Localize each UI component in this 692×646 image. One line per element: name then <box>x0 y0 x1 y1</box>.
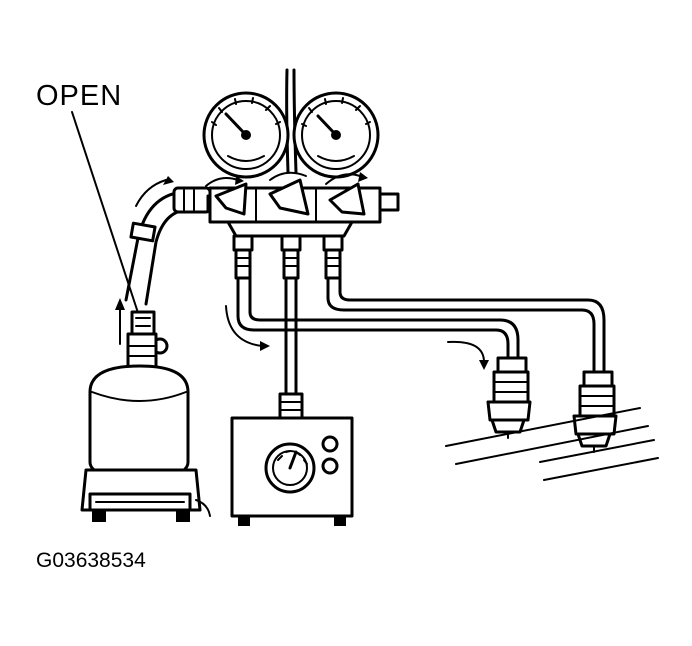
manifold-high-coupler <box>322 234 344 280</box>
open-label: OPEN <box>36 80 123 112</box>
refrigerant-cylinder <box>88 310 190 480</box>
charging-scale <box>80 468 211 522</box>
high-pressure-gauge <box>292 91 380 179</box>
vehicle-ac-lines <box>445 407 659 481</box>
low-side-service-valve <box>486 356 532 439</box>
center-hose <box>284 276 298 398</box>
high-side-service-valve <box>572 370 618 453</box>
vacuum-pump-switch-1 <box>321 435 339 453</box>
high-side-valve-handle <box>325 172 368 216</box>
high-side-hose <box>326 276 606 376</box>
low-pressure-gauge <box>202 91 290 179</box>
manifold-port-right <box>378 192 400 212</box>
vacuum-pump <box>230 392 354 526</box>
manifold-low-coupler <box>232 234 254 280</box>
figure-id-label: G03638534 <box>36 549 146 572</box>
vacuum-pump-switch-2 <box>321 457 339 475</box>
open-leader-line <box>71 111 143 326</box>
manifold-center-coupler <box>280 234 302 280</box>
low-side-hose <box>225 276 520 370</box>
flow-arrow-up-left <box>115 176 174 345</box>
center-valve-handle <box>268 171 310 216</box>
low-side-valve-handle <box>205 176 248 216</box>
manifold-gauge-set <box>202 68 400 280</box>
